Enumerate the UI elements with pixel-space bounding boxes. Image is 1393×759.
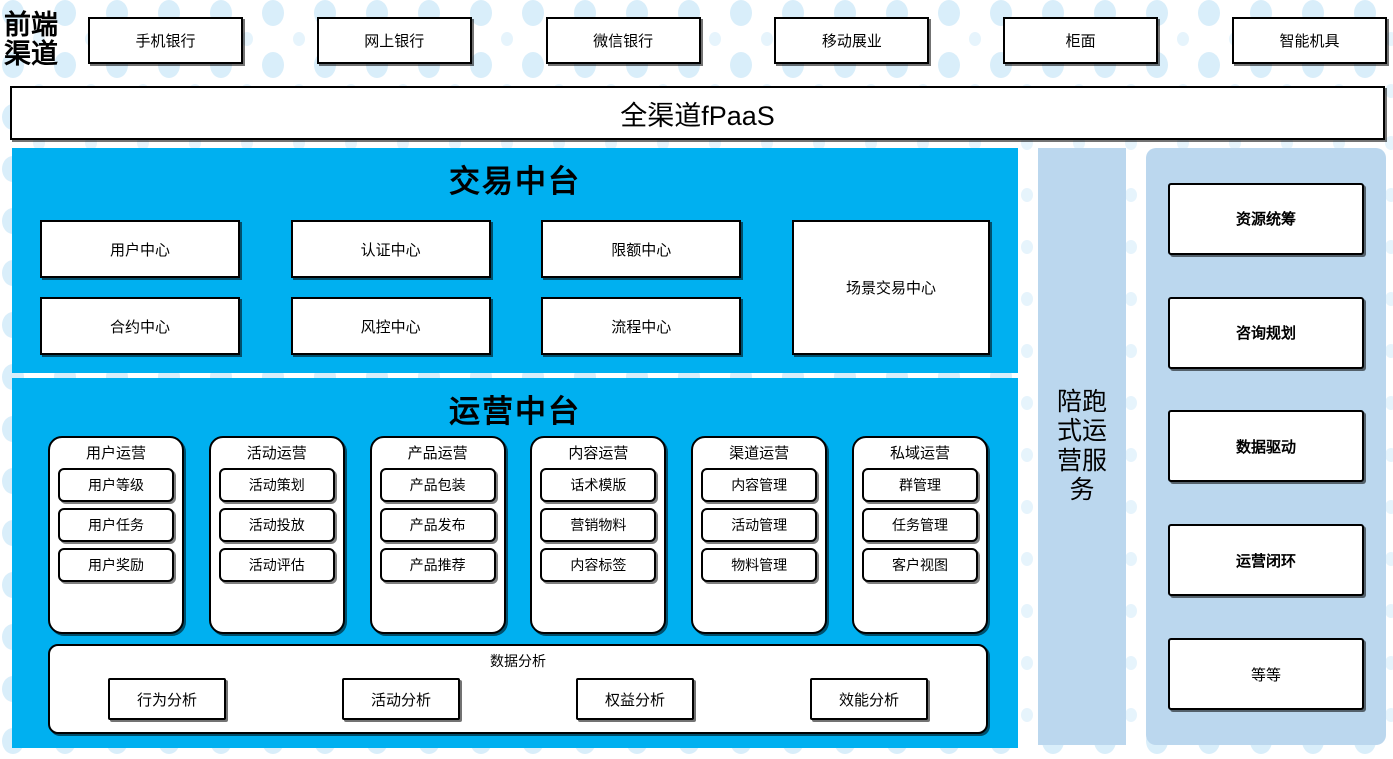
analysis-item-behavior[interactable]: 行为分析 (108, 678, 226, 720)
ops-group-private-domain[interactable]: 私域运营 群管理 任务管理 客户视图 (851, 436, 988, 634)
service-box-etc[interactable]: 等等 (1168, 638, 1364, 711)
trade-cell-scenario-trade-center[interactable]: 场景交易中心 (791, 220, 990, 355)
analysis-item-efficiency[interactable]: 效能分析 (810, 678, 928, 720)
trade-middle-platform-panel: 交易中台 用户中心 合约中心 认证中心 风控中心 限额中心 流程中心 场景交易中… (12, 148, 1018, 373)
ops-item-campaign-mgmt[interactable]: 活动管理 (701, 508, 818, 542)
ops-item-user-task[interactable]: 用户任务 (58, 508, 174, 542)
ops-item-product-packaging[interactable]: 产品包装 (379, 468, 496, 502)
trade-cell-contract-center[interactable]: 合约中心 (40, 297, 240, 355)
trade-platform-title: 交易中台 (449, 164, 581, 199)
ops-group-items-campaign: 活动策划 活动投放 活动评估 (218, 468, 335, 582)
ops-middle-platform-panel: 运营中台 用户运营 用户等级 用户任务 用户奖励 活动运营 活动策划 活动投放 … (12, 378, 1018, 748)
channel-box-wechat-bank[interactable]: 微信银行 (545, 16, 701, 64)
ops-group-title-content: 内容运营 (568, 445, 629, 462)
ops-group-title-product: 产品运营 (407, 445, 468, 462)
ops-group-title-campaign: 活动运营 (246, 445, 307, 462)
ops-item-group-mgmt[interactable]: 群管理 (861, 468, 978, 502)
frontend-channel-label: 前端渠道 (0, 9, 88, 69)
ops-group-items-user: 用户等级 用户任务 用户奖励 (58, 468, 174, 582)
data-analysis-band: 数据分析 行为分析 活动分析 权益分析 效能分析 (48, 644, 988, 734)
ops-item-content-mgmt[interactable]: 内容管理 (701, 468, 818, 502)
ops-group-product[interactable]: 产品运营 产品包装 产品发布 产品推荐 (369, 436, 506, 634)
ops-group-items-product: 产品包装 产品发布 产品推荐 (379, 468, 496, 582)
service-box-data-driven[interactable]: 数据驱动 (1168, 410, 1364, 483)
data-analysis-item-list: 行为分析 活动分析 权益分析 效能分析 (50, 678, 986, 720)
trade-cell-auth-center[interactable]: 认证中心 (290, 220, 491, 278)
ops-item-customer-view[interactable]: 客户视图 (861, 548, 978, 582)
channel-box-online-bank[interactable]: 网上银行 (316, 16, 472, 64)
analysis-item-campaign[interactable]: 活动分析 (342, 678, 460, 720)
trade-column-3: 限额中心 流程中心 (541, 220, 742, 355)
trade-cell-limit-center[interactable]: 限额中心 (541, 220, 742, 278)
trade-column-2: 认证中心 风控中心 (290, 220, 491, 355)
ops-item-campaign-delivery[interactable]: 活动投放 (218, 508, 335, 542)
service-box-consulting-planning[interactable]: 咨询规划 (1168, 296, 1364, 369)
ops-item-task-mgmt[interactable]: 任务管理 (861, 508, 978, 542)
channel-box-mobile-bank[interactable]: 手机银行 (88, 16, 243, 64)
ops-group-campaign[interactable]: 活动运营 活动策划 活动投放 活动评估 (208, 436, 345, 634)
ops-group-title-channel: 渠道运营 (729, 445, 790, 462)
companion-operation-service-label: 陪跑式运营服务 (1056, 387, 1107, 505)
trade-platform-grid: 用户中心 合约中心 认证中心 风控中心 限额中心 流程中心 场景交易中心 (40, 220, 990, 355)
ops-group-user[interactable]: 用户运营 用户等级 用户任务 用户奖励 (48, 436, 184, 634)
trade-column-1: 用户中心 合约中心 (40, 220, 240, 355)
frontend-channel-label-line1: 前端 (4, 9, 58, 40)
ops-platform-title: 运营中台 (449, 394, 581, 429)
ops-group-items-content: 话术模版 营销物料 内容标签 (540, 468, 657, 582)
frontend-channel-label-line2: 渠道 (4, 39, 58, 69)
ops-item-user-reward[interactable]: 用户奖励 (58, 548, 174, 582)
data-analysis-title: 数据分析 (490, 653, 546, 669)
service-box-resource-coordination[interactable]: 资源统筹 (1168, 182, 1364, 255)
frontend-channel-box-list: 手机银行 网上银行 微信银行 移动展业 柜面 智能机具 (88, 16, 1393, 64)
ops-item-user-level[interactable]: 用户等级 (58, 468, 174, 502)
ops-group-title-private-domain: 私域运营 (889, 445, 950, 462)
service-capability-panel: 资源统筹 咨询规划 数据驱动 运营闭环 等等 (1146, 148, 1386, 745)
ops-item-asset-mgmt[interactable]: 物料管理 (701, 548, 818, 582)
ops-item-marketing-assets[interactable]: 营销物料 (540, 508, 657, 542)
trade-cell-user-center[interactable]: 用户中心 (40, 220, 240, 278)
companion-operation-service-column: 陪跑式运营服务 (1038, 148, 1126, 745)
ops-group-channel[interactable]: 渠道运营 内容管理 活动管理 物料管理 (691, 436, 828, 634)
ops-group-items-private-domain: 群管理 任务管理 客户视图 (861, 468, 978, 582)
ops-group-list: 用户运营 用户等级 用户任务 用户奖励 活动运营 活动策划 活动投放 活动评估 … (48, 436, 988, 634)
ops-item-content-tag[interactable]: 内容标签 (540, 548, 657, 582)
ops-item-script-template[interactable]: 话术模版 (540, 468, 657, 502)
service-box-ops-closed-loop[interactable]: 运营闭环 (1168, 524, 1364, 597)
ops-item-campaign-planning[interactable]: 活动策划 (218, 468, 335, 502)
frontend-channel-row: 前端渠道 手机银行 网上银行 微信银行 移动展业 柜面 智能机具 (0, 0, 1393, 80)
trade-cell-process-center[interactable]: 流程中心 (541, 297, 742, 355)
channel-box-counter[interactable]: 柜面 (1003, 16, 1159, 64)
ops-item-product-recommend[interactable]: 产品推荐 (379, 548, 496, 582)
ops-group-items-channel: 内容管理 活动管理 物料管理 (701, 468, 818, 582)
ops-item-campaign-eval[interactable]: 活动评估 (218, 548, 335, 582)
ops-group-content[interactable]: 内容运营 话术模版 营销物料 内容标签 (530, 436, 667, 634)
channel-box-mobile-biz[interactable]: 移动展业 (774, 16, 930, 64)
channel-box-smart-machine[interactable]: 智能机具 (1231, 16, 1387, 64)
ops-group-title-user: 用户运营 (85, 445, 146, 462)
ops-item-product-release[interactable]: 产品发布 (379, 508, 496, 542)
omnichannel-fpaas-band[interactable]: 全渠道fPaaS (10, 86, 1385, 140)
trade-cell-risk-center[interactable]: 风控中心 (290, 297, 491, 355)
analysis-item-benefit[interactable]: 权益分析 (576, 678, 694, 720)
